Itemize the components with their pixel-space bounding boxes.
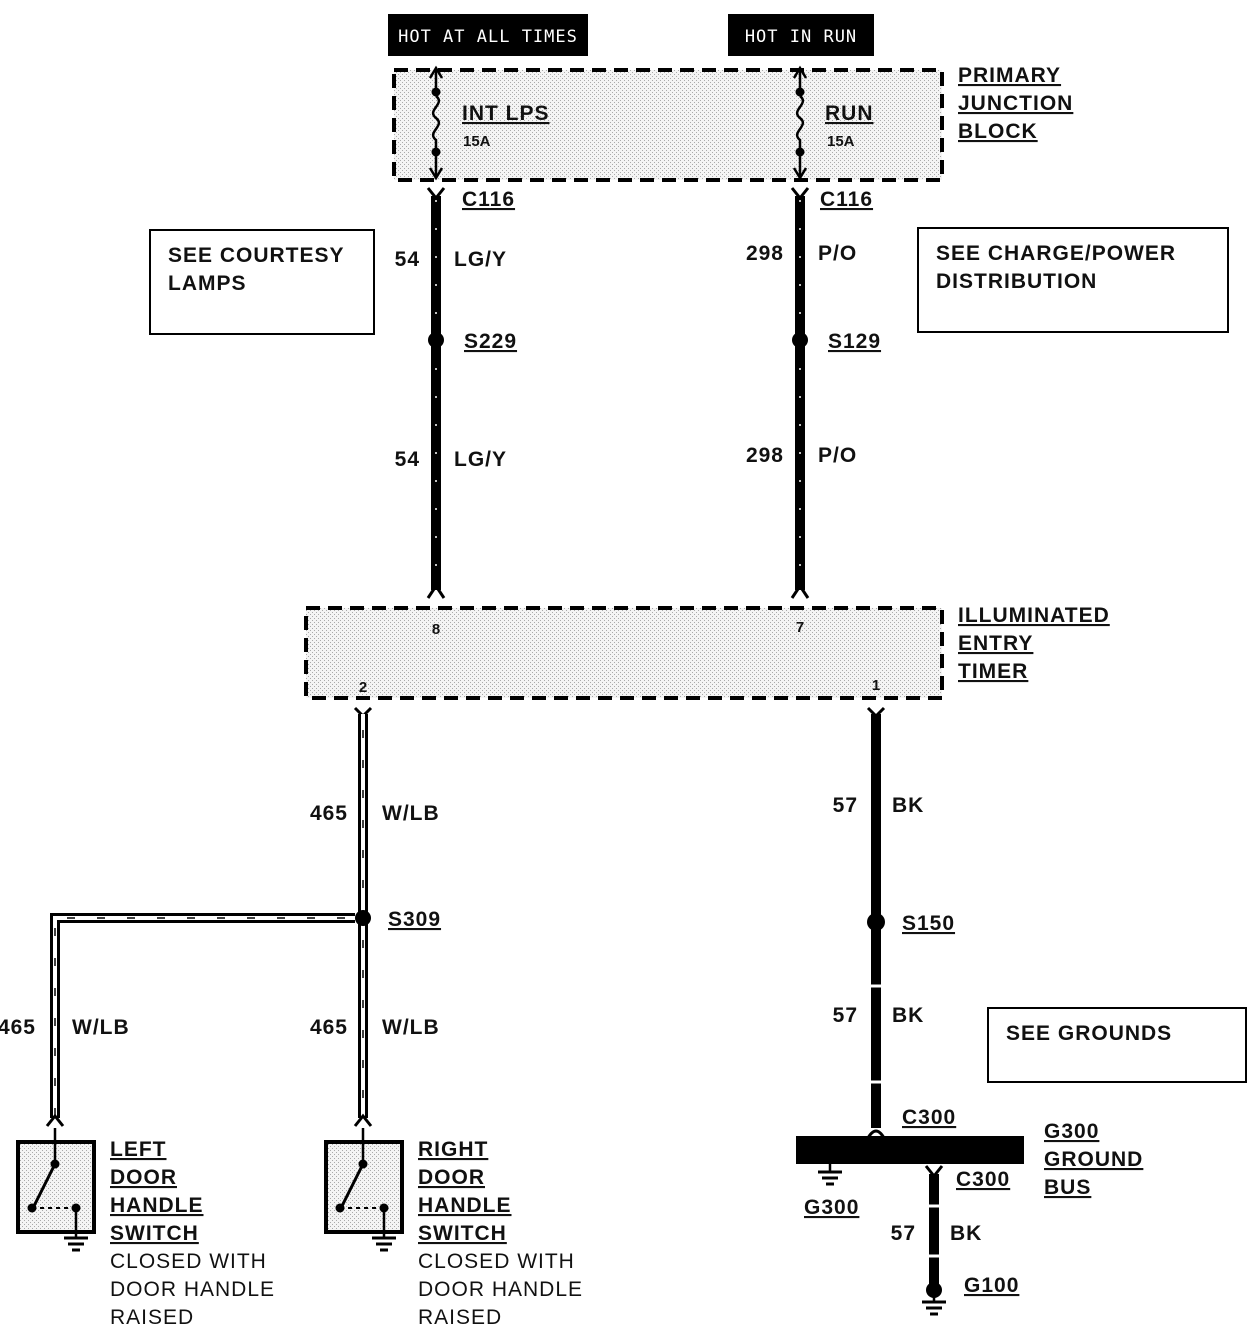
hot-in-run-badge — [728, 14, 874, 56]
junction-block-label-2: JUNCTION — [958, 92, 1073, 115]
splice-s129 — [792, 332, 808, 348]
timer-label-2: ENTRY — [958, 632, 1033, 655]
see-charge-power-line2: DISTRIBUTION — [936, 270, 1097, 293]
timer-label-1: ILLUMINATED — [958, 604, 1110, 627]
right-switch-label-2: DOOR — [418, 1166, 485, 1189]
splice-s309 — [355, 910, 371, 926]
timer-label-3: TIMER — [958, 660, 1028, 683]
timer-pin-2: 2 — [359, 679, 367, 696]
junction-block-label-3: BLOCK — [958, 120, 1038, 143]
timer-pin-8: 8 — [432, 621, 440, 638]
left-switch-label-2: DOOR — [110, 1166, 177, 1189]
g300-ground-icon — [818, 1164, 842, 1186]
right-switch-note-1: CLOSED WITH — [418, 1250, 575, 1273]
wire-298-number-b: 298 — [746, 444, 784, 467]
g100-label: G100 — [964, 1274, 1019, 1297]
wire-57-color-b: BK — [892, 1004, 924, 1027]
hot-at-all-times-badge — [388, 14, 588, 56]
wire-54-lg-y — [426, 187, 446, 599]
wire-465-color-c: W/LB — [72, 1016, 130, 1039]
left-door-handle-switch — [16, 1128, 96, 1252]
int-lps-fuse-label: INT LPS — [462, 102, 550, 125]
see-charge-power-line1: SEE CHARGE/POWER — [936, 242, 1176, 265]
ground-bus-label-1: G300 — [1044, 1120, 1099, 1143]
see-charge-power-box — [917, 227, 1229, 333]
wire-298-number-a: 298 — [746, 242, 784, 265]
left-switch-label-1: LEFT — [110, 1138, 167, 1161]
hot-at-all-times-label: HOT AT ALL TIMES — [398, 27, 578, 47]
right-switch-note-2: DOOR HANDLE — [418, 1278, 583, 1301]
splice-s309-label: S309 — [388, 908, 441, 931]
int-lps-fuse-rating: 15A — [463, 133, 491, 150]
wire-54-color-a: LG/Y — [454, 248, 507, 271]
see-grounds-box — [987, 1007, 1247, 1083]
c300-bottom-label: C300 — [956, 1168, 1010, 1191]
g300-ground-bus — [796, 1136, 1024, 1164]
wire-465-number-c: 465 — [0, 1016, 36, 1039]
c300-top-label: C300 — [902, 1106, 956, 1129]
wire-298-p-o — [790, 187, 810, 599]
illuminated-entry-timer — [304, 606, 944, 700]
wire-54-number-b: 54 — [395, 448, 420, 471]
wire-298-color-a: P/O — [818, 242, 857, 265]
left-switch-note-3: RAISED — [110, 1306, 194, 1328]
hot-in-run-label: HOT IN RUN — [745, 27, 857, 47]
wire-57-number-a: 57 — [833, 794, 858, 817]
wire-465-color-a: W/LB — [382, 802, 440, 825]
junction-block-label-1: PRIMARY — [958, 64, 1061, 87]
left-switch-note-1: CLOSED WITH — [110, 1250, 267, 1273]
right-switch-note-3: RAISED — [418, 1306, 502, 1328]
wire-298-color-b: P/O — [818, 444, 857, 467]
wire-465-number-a: 465 — [310, 802, 348, 825]
run-fuse — [792, 65, 808, 181]
run-fuse-label: RUN — [825, 102, 874, 125]
wire-54-number-a: 54 — [395, 248, 420, 271]
left-switch-label-3: HANDLE — [110, 1194, 204, 1217]
right-door-handle-switch — [324, 1128, 404, 1252]
right-switch-label-4: SWITCH — [418, 1222, 507, 1245]
see-courtesy-lamps-line2: LAMPS — [168, 272, 247, 295]
left-switch-note-2: DOOR HANDLE — [110, 1278, 275, 1301]
splice-s229 — [428, 332, 444, 348]
wire-57-color-a: BK — [892, 794, 924, 817]
c116-left-label: C116 — [462, 188, 515, 211]
g100-ground-icon — [922, 1290, 946, 1316]
c116-right-label: C116 — [820, 188, 873, 211]
wire-465-color-b: W/LB — [382, 1016, 440, 1039]
right-switch-label-3: HANDLE — [418, 1194, 512, 1217]
g300-label: G300 — [804, 1196, 859, 1219]
see-grounds-label: SEE GROUNDS — [1006, 1022, 1172, 1045]
left-switch-label-4: SWITCH — [110, 1222, 199, 1245]
see-courtesy-lamps-box — [149, 229, 375, 335]
wire-465-number-b: 465 — [310, 1016, 348, 1039]
wire-57-number-b: 57 — [833, 1004, 858, 1027]
wire-54-color-b: LG/Y — [454, 448, 507, 471]
splice-s150 — [867, 913, 885, 931]
splice-s129-label: S129 — [828, 330, 881, 353]
timer-pin-7: 7 — [796, 619, 804, 636]
wire-57-bk-ground — [924, 1165, 944, 1290]
right-switch-label-1: RIGHT — [418, 1138, 488, 1161]
wire-465-w-lb-branch — [45, 913, 355, 1127]
wire-57-color-c: BK — [950, 1222, 982, 1245]
see-courtesy-lamps-line1: SEE COURTESY — [168, 244, 345, 267]
ground-bus-label-3: BUS — [1044, 1176, 1091, 1199]
splice-s150-label: S150 — [902, 912, 955, 935]
splice-s229-label: S229 — [464, 330, 517, 353]
run-fuse-rating: 15A — [827, 133, 855, 150]
wire-57-number-c: 57 — [891, 1222, 916, 1245]
timer-pin-1: 1 — [872, 677, 880, 694]
int-lps-fuse — [428, 65, 444, 181]
ground-bus-label-2: GROUND — [1044, 1148, 1143, 1171]
primary-junction-block — [392, 68, 944, 182]
